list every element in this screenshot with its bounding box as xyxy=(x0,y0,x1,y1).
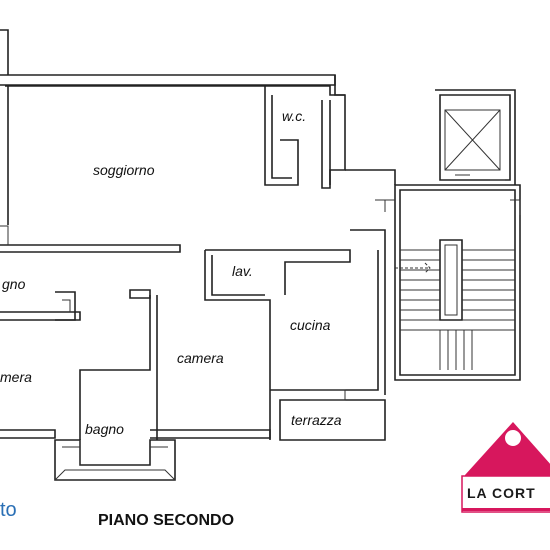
house-icon xyxy=(465,422,550,482)
label-wc: w.c. xyxy=(282,108,306,124)
stair-steps xyxy=(400,249,515,370)
outer-walls xyxy=(0,29,396,441)
bagno-left-fixtures xyxy=(55,291,76,321)
label-camera-left: mera xyxy=(0,369,32,385)
brand-logo: LA CORT xyxy=(461,422,550,513)
house-knob-icon xyxy=(505,430,521,446)
brand-box xyxy=(461,475,550,513)
label-cucina: cucina xyxy=(290,317,331,333)
floor-title: PIANO SECONDO xyxy=(98,512,234,529)
label-soggiorno: soggiorno xyxy=(93,162,155,178)
stair-core xyxy=(375,89,521,381)
label-terrazza: terrazza xyxy=(291,412,342,428)
label-camera-center: camera xyxy=(177,350,224,366)
left-logo-fragment: to xyxy=(0,499,17,521)
brand-name: LA CORT xyxy=(467,485,536,501)
brand-underline xyxy=(462,508,550,511)
bagno-bay xyxy=(54,439,176,481)
label-bagno-bottom: bagno xyxy=(85,421,124,437)
label-bagno-left: gno xyxy=(2,276,26,292)
label-lav: lav. xyxy=(232,263,253,279)
